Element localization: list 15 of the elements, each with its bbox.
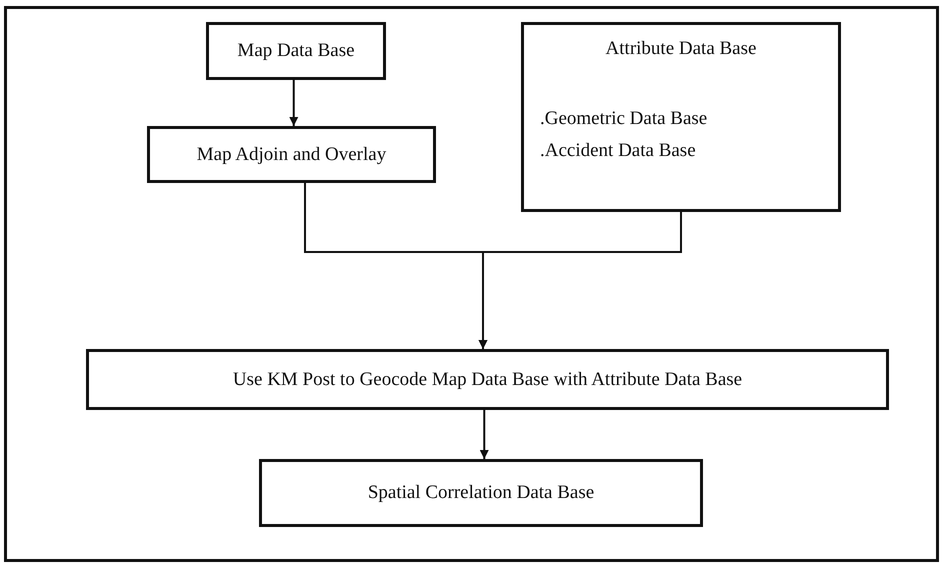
box-text: Map Data Base xyxy=(237,39,355,63)
arrow xyxy=(289,80,298,126)
box-text: .Accident Data Base xyxy=(540,138,696,162)
process-box xyxy=(259,459,703,527)
arrow xyxy=(478,212,682,349)
process-box xyxy=(86,349,889,410)
box-text: Map Adjoin and Overlay xyxy=(196,142,386,166)
arrow xyxy=(480,410,489,459)
box-text: Attribute Data Base xyxy=(606,37,756,61)
box-text: Use KM Post to Geocode Map Data Base with Attribute Data Base xyxy=(232,368,742,392)
process-box xyxy=(521,22,841,212)
process-box xyxy=(147,126,436,183)
box-text: .Geometric Data Base xyxy=(540,106,708,130)
box-text: Spatial Correlation Data Base xyxy=(368,481,594,505)
process-box xyxy=(206,22,386,80)
